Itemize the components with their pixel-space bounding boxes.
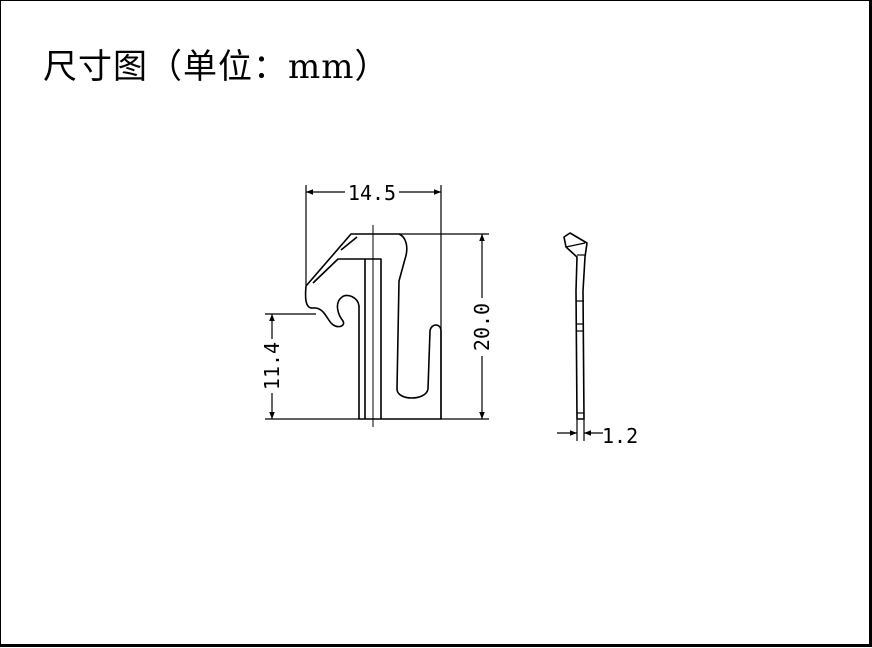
side-view-outline bbox=[563, 232, 588, 420]
hook-height-dimension-label: 11.4 bbox=[260, 342, 284, 390]
side-view-edge-1 bbox=[565, 242, 586, 248]
hook-chamfer-line bbox=[312, 258, 365, 284]
hook-side-view bbox=[563, 232, 588, 420]
hook-front-view bbox=[304, 225, 442, 427]
width-dimension-label: 14.5 bbox=[348, 181, 396, 205]
dimension-thickness bbox=[557, 419, 603, 441]
drawing-title: 尺寸图（单位：mm） bbox=[43, 47, 390, 87]
hook-outline bbox=[304, 233, 442, 420]
thickness-dimension-label: 1.2 bbox=[602, 424, 638, 448]
hook-top-bevel bbox=[340, 236, 358, 251]
height-dimension-label: 20.0 bbox=[470, 303, 494, 351]
